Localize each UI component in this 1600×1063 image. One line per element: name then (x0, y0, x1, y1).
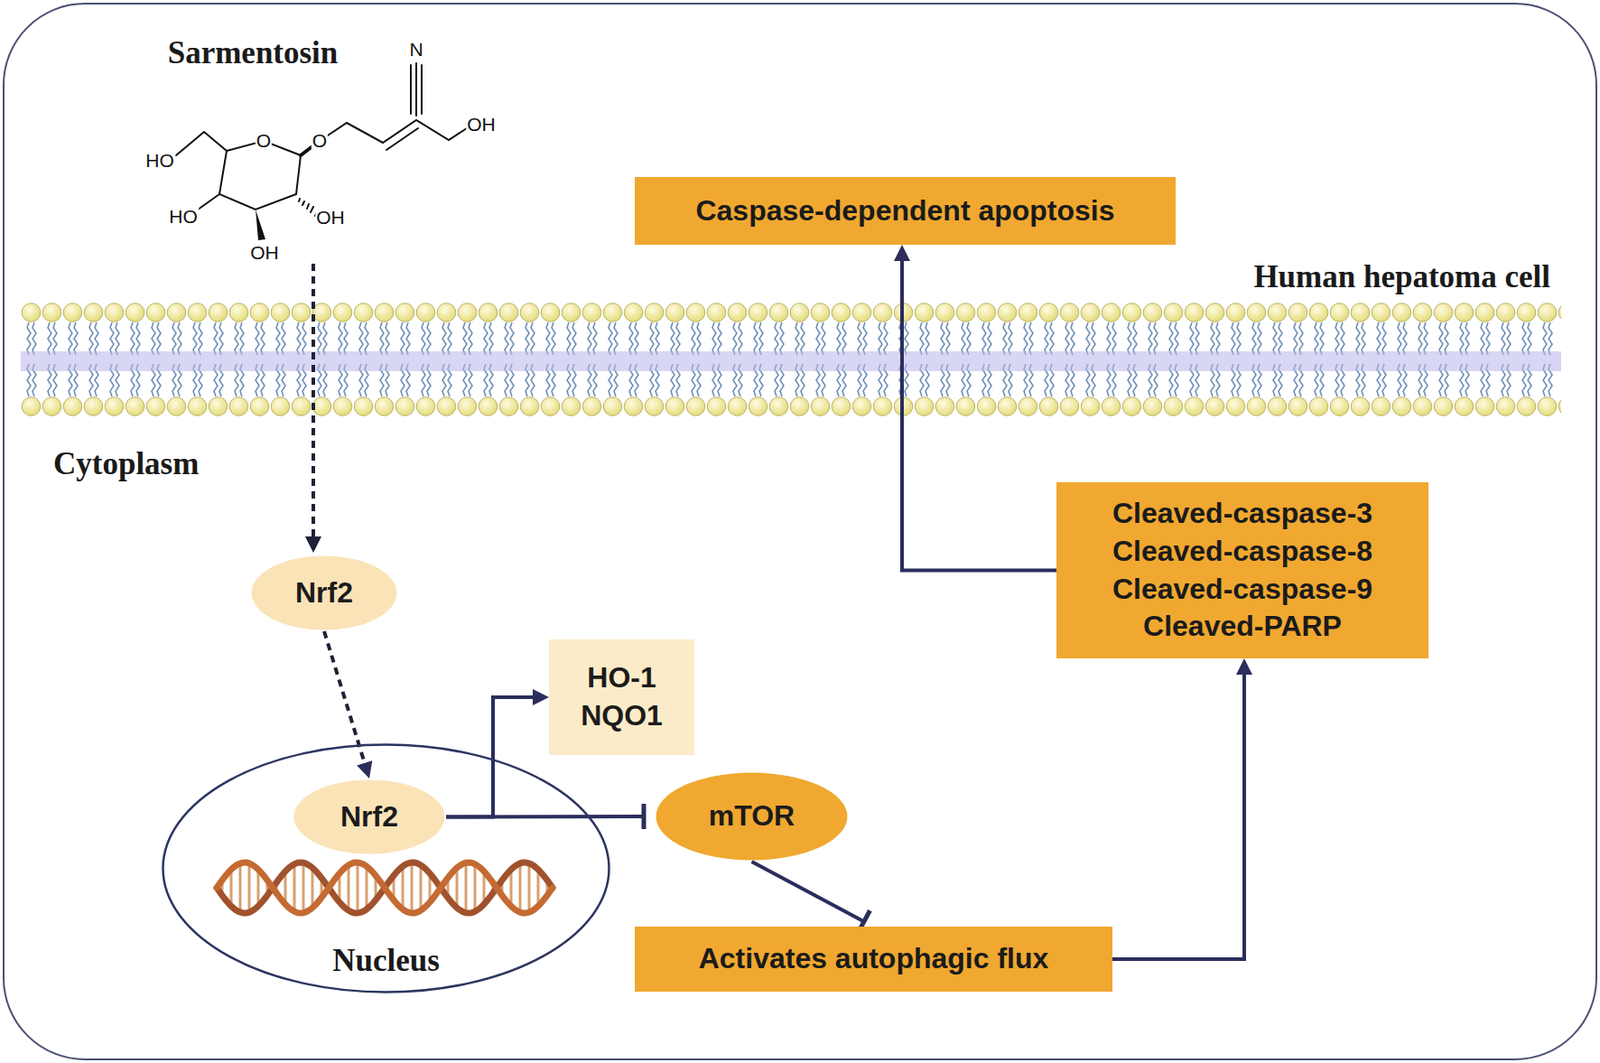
nucleus-ellipse: Nucleus Nrf2 (161, 743, 611, 994)
atom-label: HO (167, 205, 199, 227)
arrow-connector (1112, 669, 1245, 959)
dna-rung (248, 863, 252, 912)
process-box: Activates autophagic flux (634, 926, 1113, 992)
protein-ellipse: Nrf2 (292, 778, 447, 856)
ellipse-shape (656, 772, 848, 861)
node-text: Activates autophagic flux (698, 939, 1050, 978)
dna-rung (365, 865, 369, 910)
inhibition-connector (446, 814, 644, 819)
cell-label: Human hepatoma cell (1253, 259, 1551, 296)
node-text: HO-1 NQO1 (567, 659, 677, 735)
dna-rung (455, 867, 459, 908)
cell-frame (3, 3, 1597, 1060)
dna-rung (419, 865, 423, 911)
ellipse-shape (251, 556, 398, 631)
dna-rung (356, 862, 360, 913)
kinase-ellipse: mTOR (654, 771, 849, 862)
dna-rung (528, 863, 531, 912)
atom-label: OH (249, 241, 280, 263)
outcome-box: Caspase-dependent apoptosis (634, 176, 1176, 245)
arrow-connector (446, 697, 539, 818)
sarmentosin-structure (176, 63, 470, 241)
sarmentosin-uptake-arrow (313, 263, 315, 542)
ellipse-shape (163, 744, 610, 993)
atom-label: HO (144, 149, 176, 171)
cell-membrane (20, 300, 1562, 419)
region-label: Cytoplasm (53, 446, 199, 483)
dna-rung (311, 867, 315, 908)
target-gene-box: HO-1 NQO1 (548, 639, 695, 755)
dna-rung (293, 864, 297, 912)
protein-ellipse: Nrf2 (250, 554, 399, 632)
atom-label: OH (465, 113, 497, 135)
dna-rung (410, 862, 414, 913)
dna-helix (216, 862, 553, 913)
compound-name: Sarmentosin (167, 35, 339, 72)
atom-label: OH (315, 206, 346, 228)
node-text: mTOR (708, 797, 795, 836)
dna-strand (216, 862, 553, 913)
node-text: Cleaved-caspase-3 Cleaved-caspase-8 Clea… (1072, 494, 1413, 645)
node-text: Caspase-dependent apoptosis (695, 192, 1115, 231)
dna-rung (239, 863, 242, 912)
dna-rung (302, 862, 306, 912)
dna-rung (519, 863, 522, 912)
atom-label: O (311, 130, 328, 151)
node-text: Nrf2 (340, 798, 399, 837)
dna-rung (465, 862, 468, 912)
dna-rung (347, 865, 351, 911)
arrow-connector (902, 255, 1057, 571)
dna-rung (401, 865, 405, 910)
ellipse-shape (294, 780, 446, 855)
node-text: Nrf2 (295, 574, 354, 613)
dna-strand (216, 862, 553, 913)
marker-list-box: Cleaved-caspase-3 Cleaved-caspase-8 Clea… (1056, 482, 1429, 659)
node-text: Nucleus (332, 942, 440, 979)
dna-rung (474, 864, 477, 912)
atom-label: N (408, 38, 424, 60)
inhibition-connector (752, 861, 865, 921)
atom-label: O (255, 130, 272, 151)
